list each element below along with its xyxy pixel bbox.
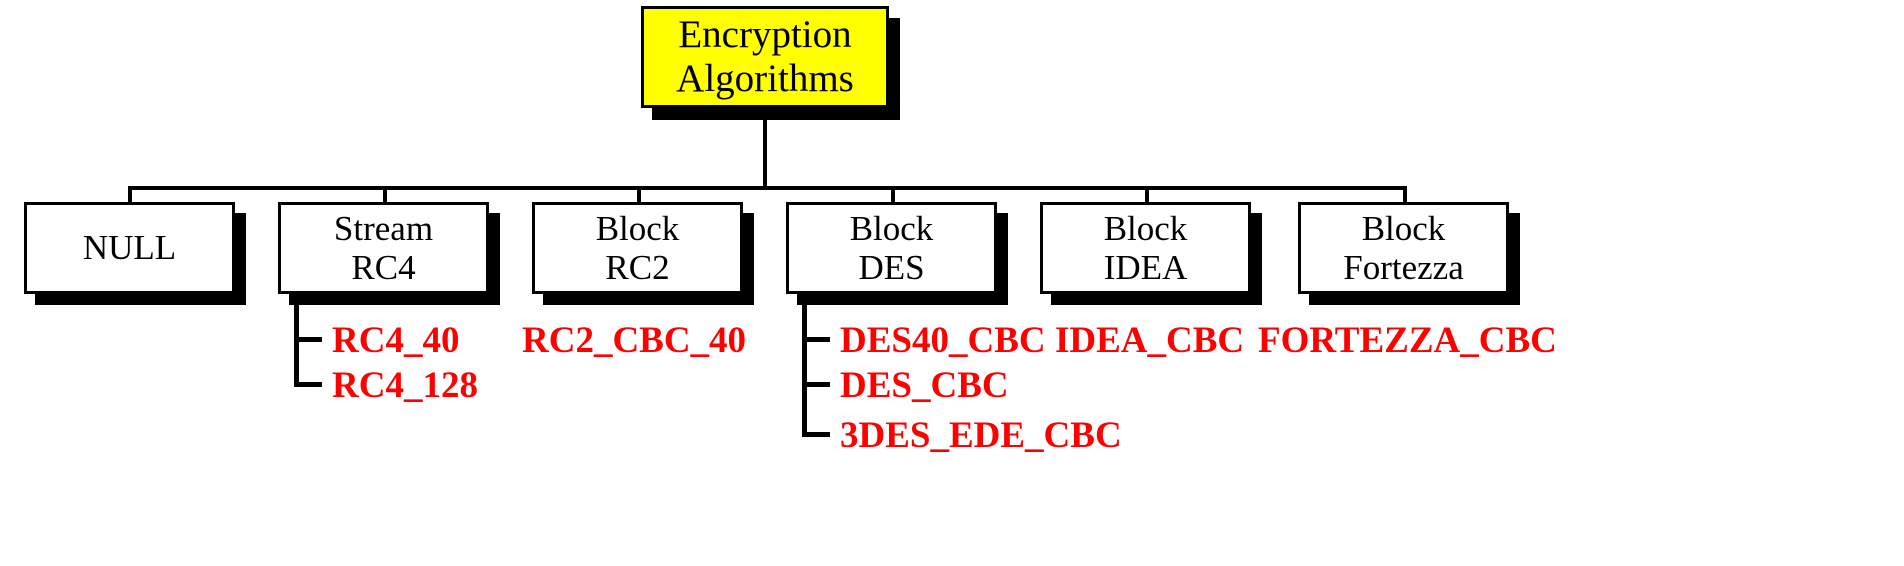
category-node-block-fortezza[interactable]: Block Fortezza xyxy=(1298,202,1509,294)
category-node-fortezza-line2: Fortezza xyxy=(1343,248,1464,287)
root-trunk-line xyxy=(763,108,767,190)
root-node-line2: Algorithms xyxy=(676,57,854,100)
category-node-stream-rc4[interactable]: Stream RC4 xyxy=(278,202,489,294)
category-node-null[interactable]: NULL xyxy=(24,202,235,294)
leaf-label-des40-cbc[interactable]: DES40_CBC xyxy=(840,320,1046,361)
bracket-rc4 xyxy=(294,303,299,387)
bracket-tick-rc4-0 xyxy=(294,337,322,342)
root-node-line1: Encryption xyxy=(678,13,852,57)
leaf-label-idea-cbc[interactable]: IDEA_CBC xyxy=(1055,320,1245,361)
category-node-block-rc2[interactable]: Block RC2 xyxy=(532,202,743,294)
branch-drop-idea xyxy=(1145,186,1149,204)
leaf-label-fortezza-cbc[interactable]: FORTEZZA_CBC xyxy=(1258,320,1557,361)
category-node-idea-line1: Block xyxy=(1103,208,1188,248)
bracket-des xyxy=(802,303,807,437)
horizontal-bus-line xyxy=(128,186,1407,190)
leaf-label-rc4-128[interactable]: RC4_128 xyxy=(332,365,478,406)
category-node-block-des[interactable]: Block DES xyxy=(786,202,997,294)
branch-drop-des xyxy=(891,186,895,204)
category-node-rc4-line2: RC4 xyxy=(351,248,416,287)
category-node-idea-line2: IDEA xyxy=(1103,248,1188,287)
bracket-tick-des-1 xyxy=(802,382,830,387)
category-node-fortezza-line1: Block xyxy=(1361,208,1446,248)
root-node-encryption-algorithms[interactable]: Encryption Algorithms xyxy=(641,6,889,108)
branch-drop-fortezza xyxy=(1403,186,1407,204)
branch-drop-rc4 xyxy=(383,186,387,204)
branch-drop-null xyxy=(128,186,132,204)
category-node-des-line1: Block xyxy=(849,208,934,248)
leaf-label-des-cbc[interactable]: DES_CBC xyxy=(840,365,1009,406)
branch-drop-rc2 xyxy=(637,186,641,204)
category-node-null-line1: NULL xyxy=(82,228,177,268)
bracket-tick-des-2 xyxy=(802,432,830,437)
bracket-tick-rc4-1 xyxy=(294,382,322,387)
category-node-des-line2: DES xyxy=(858,248,925,287)
leaf-label-rc2-cbc-40[interactable]: RC2_CBC_40 xyxy=(522,320,747,361)
category-node-block-idea[interactable]: Block IDEA xyxy=(1040,202,1251,294)
category-node-rc2-line1: Block xyxy=(595,208,680,248)
category-node-rc2-line2: RC2 xyxy=(605,248,670,287)
leaf-label-3des-ede-cbc[interactable]: 3DES_EDE_CBC xyxy=(840,415,1122,456)
category-node-rc4-line1: Stream xyxy=(333,208,434,248)
leaf-label-rc4-40[interactable]: RC4_40 xyxy=(332,320,460,361)
bracket-tick-des-0 xyxy=(802,337,830,342)
